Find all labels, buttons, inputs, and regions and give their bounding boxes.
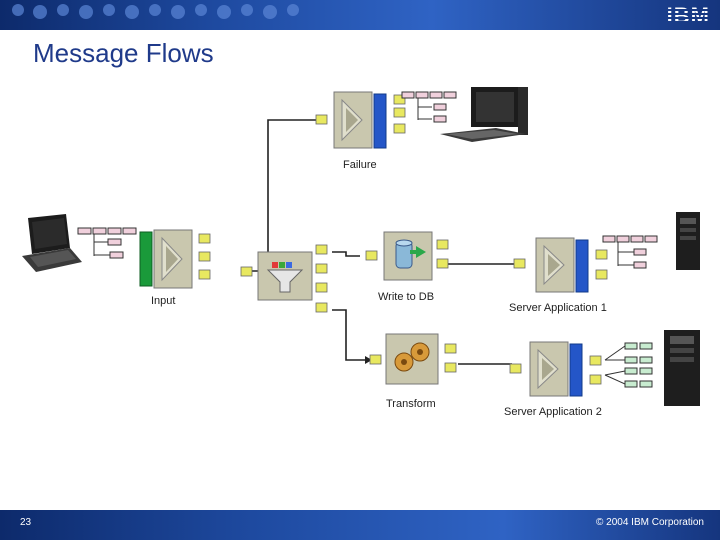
message-tree-icon bbox=[602, 235, 658, 269]
copyright-text: © 2004 IBM Corporation bbox=[596, 517, 704, 528]
label-server-app-2: Server Application 2 bbox=[504, 406, 602, 418]
connector-input-failure bbox=[252, 119, 316, 272]
transform-terminals bbox=[369, 343, 457, 373]
header-bar: IBM bbox=[0, 0, 720, 30]
server-app-1-node bbox=[535, 237, 589, 293]
desktop-computer-icon bbox=[440, 87, 528, 142]
write-to-db-node bbox=[383, 231, 433, 281]
failure-node bbox=[333, 91, 387, 149]
message-tree-icon bbox=[401, 91, 457, 123]
ibm-logo: IBM bbox=[666, 3, 710, 28]
server-app-2-node bbox=[529, 341, 583, 397]
connector-filter-transform bbox=[332, 309, 365, 361]
label-write-to-db: Write to DB bbox=[378, 291, 435, 303]
label-transform: Transform bbox=[386, 398, 436, 410]
message-tree-icon bbox=[604, 342, 653, 388]
connector-filter-db bbox=[332, 251, 360, 257]
input-terminals bbox=[198, 233, 253, 280]
footer-bar bbox=[0, 510, 720, 540]
page-title: Message Flows bbox=[33, 38, 214, 68]
laptop-icon bbox=[22, 214, 82, 272]
message-tree-icon bbox=[77, 227, 137, 259]
failure-terminals bbox=[315, 94, 406, 134]
server-tower-icon bbox=[664, 330, 700, 406]
server-app-2-terminals bbox=[509, 355, 602, 385]
label-server-app-1: Server Application 1 bbox=[509, 302, 607, 314]
page-number: 23 bbox=[20, 517, 32, 528]
input-node bbox=[139, 229, 193, 289]
server-tower-icon bbox=[676, 212, 700, 270]
db-terminals bbox=[365, 239, 449, 269]
header-pattern bbox=[12, 4, 299, 19]
transform-node bbox=[385, 333, 439, 385]
server-app-1-terminals bbox=[513, 249, 608, 280]
filter-terminals bbox=[315, 244, 328, 313]
label-input: Input bbox=[151, 295, 176, 307]
label-failure: Failure bbox=[343, 159, 377, 171]
filter-node bbox=[257, 251, 313, 301]
